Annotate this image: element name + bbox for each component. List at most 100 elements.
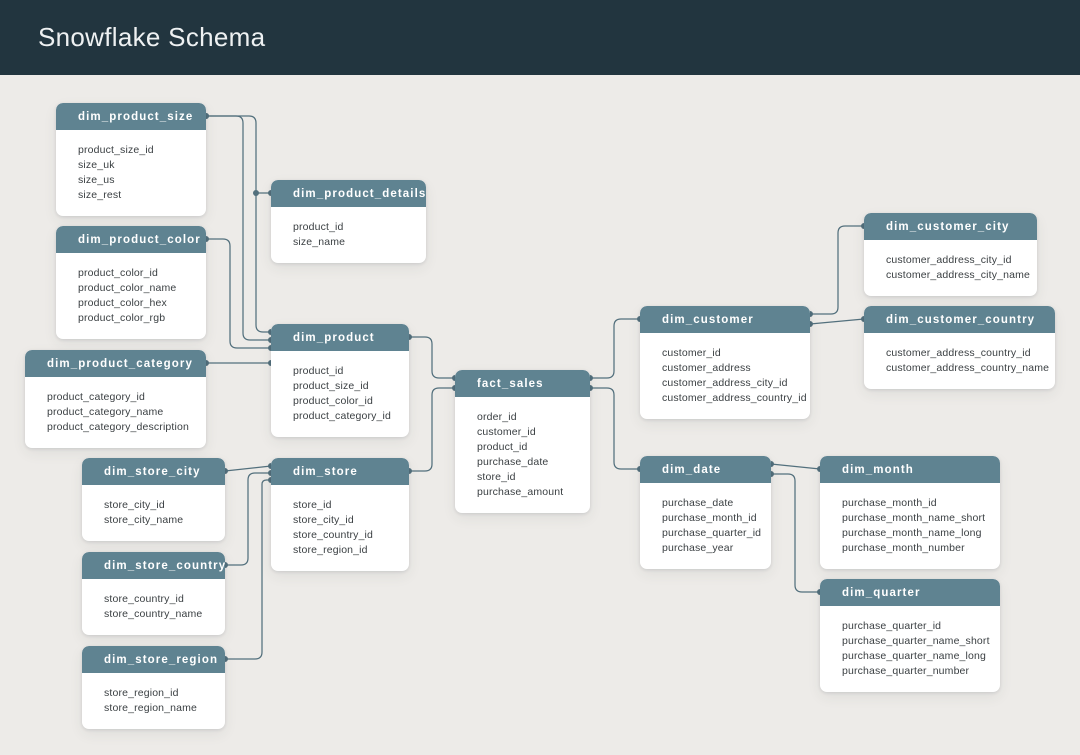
- table-header-dim_month[interactable]: dim_month: [820, 456, 1000, 483]
- table-name: dim_customer_city: [886, 220, 1010, 233]
- column-row: product_id: [293, 221, 344, 233]
- table-header-dim_customer_city[interactable]: dim_customer_city: [864, 213, 1037, 240]
- table-name: dim_quarter: [842, 586, 921, 599]
- column-row: store_country_name: [104, 608, 203, 620]
- column-row: product_category_id: [293, 410, 391, 422]
- table-name: dim_month: [842, 463, 914, 476]
- connector-fact-to-date: [590, 387, 640, 470]
- table-header-dim_product[interactable]: dim_product: [271, 324, 409, 351]
- table-header-dim_product_size[interactable]: dim_product_size: [56, 103, 206, 130]
- column-row: purchase_month_id: [842, 497, 937, 509]
- table-name: dim_store_city: [104, 465, 201, 478]
- connector-product_size-to-product: [206, 115, 271, 341]
- table-name: dim_date: [662, 463, 722, 476]
- column-row: purchase_month_name_long: [842, 527, 982, 539]
- connector-date-to-quarter: [771, 473, 820, 593]
- column-row: purchase_date: [477, 456, 549, 468]
- column-row: product_category_id: [47, 391, 145, 403]
- column-row: product_id: [293, 365, 344, 377]
- table-name: dim_store_region: [104, 653, 219, 666]
- column-list: product_category_id product_category_name…: [25, 377, 206, 448]
- table-header-dim_customer[interactable]: dim_customer: [640, 306, 810, 333]
- table-name: dim_product_color: [78, 233, 201, 246]
- column-row: product_color_rgb: [78, 312, 166, 324]
- table-header-dim_store_city[interactable]: dim_store_city: [82, 458, 225, 485]
- connector-date-to-month: [770, 463, 821, 470]
- column-row: purchase_quarter_id: [662, 527, 762, 539]
- table-header-dim_product_color[interactable]: dim_product_color: [56, 226, 206, 253]
- column-row: product_size_id: [78, 144, 154, 156]
- table-header-dim_customer_country[interactable]: dim_customer_country: [864, 306, 1055, 333]
- connector-customer-to-country: [809, 318, 865, 325]
- connector-store_city-to-store: [224, 465, 272, 472]
- column-row: customer_address_city_name: [886, 269, 1030, 281]
- column-row: purchase_quarter_id: [842, 620, 942, 632]
- column-list: product_id product_size_id product_color_i…: [271, 351, 409, 437]
- table-name: fact_sales: [477, 377, 544, 390]
- table-name: dim_customer: [662, 313, 754, 326]
- column-row: store_id: [477, 471, 516, 483]
- column-row: store_region_id: [104, 687, 179, 699]
- table-header-fact_sales[interactable]: fact_sales: [455, 370, 590, 397]
- column-row: customer_address_country_name: [886, 362, 1050, 374]
- table-header-dim_product_details[interactable]: dim_product_details: [271, 180, 426, 207]
- column-row: purchase_amount: [477, 486, 564, 498]
- table-card-dim_quarter[interactable]: dim_quarter purchase_quarter_id purchase_q…: [820, 579, 1000, 692]
- column-row: purchase_quarter_name_short: [842, 635, 990, 647]
- table-header-dim_quarter[interactable]: dim_quarter: [820, 579, 1000, 606]
- column-row: size_uk: [78, 159, 115, 171]
- column-row: store_city_name: [104, 514, 184, 526]
- table-header-dim_store[interactable]: dim_store: [271, 458, 409, 485]
- column-row: product_color_name: [78, 282, 177, 294]
- table-name: dim_store_country: [104, 559, 225, 572]
- column-row: customer_address_country_id: [662, 392, 807, 404]
- column-row: product_category_description: [47, 421, 189, 433]
- column-row: customer_address_country_id: [886, 347, 1031, 359]
- column-row: product_size_id: [293, 380, 369, 392]
- table-header-dim_product_category[interactable]: dim_product_category: [25, 350, 206, 377]
- table-card-dim_product_details[interactable]: dim_product_details product_id size_name: [271, 180, 426, 263]
- connector-endpoint-to-product-details-start: [253, 190, 259, 196]
- column-row: size_us: [78, 174, 115, 186]
- table-name: dim_product_category: [47, 357, 193, 370]
- table-header-dim_store_country[interactable]: dim_store_country: [82, 552, 225, 579]
- page-title: Snowflake Schema: [38, 22, 266, 52]
- column-row: product_category_name: [47, 406, 164, 418]
- connector-product_size-to-product-alt: [206, 115, 271, 333]
- column-row: store_country_id: [293, 529, 374, 541]
- column-row: purchase_month_number: [842, 542, 965, 554]
- table-header-dim_store_region[interactable]: dim_store_region: [82, 646, 225, 673]
- column-row: customer_address: [662, 362, 751, 374]
- connector-fact-to-customer: [590, 318, 640, 379]
- column-row: purchase_year: [662, 542, 734, 554]
- table-header-dim_date[interactable]: dim_date: [640, 456, 771, 483]
- column-row: size_name: [293, 236, 346, 248]
- column-row: product_color_id: [293, 395, 374, 407]
- column-row: customer_address_city_id: [662, 377, 788, 389]
- column-row: store_id: [293, 499, 332, 511]
- title-bar: Snowflake Schema: [0, 0, 1080, 75]
- column-list: customer_address_country_id customer_addr…: [864, 333, 1055, 389]
